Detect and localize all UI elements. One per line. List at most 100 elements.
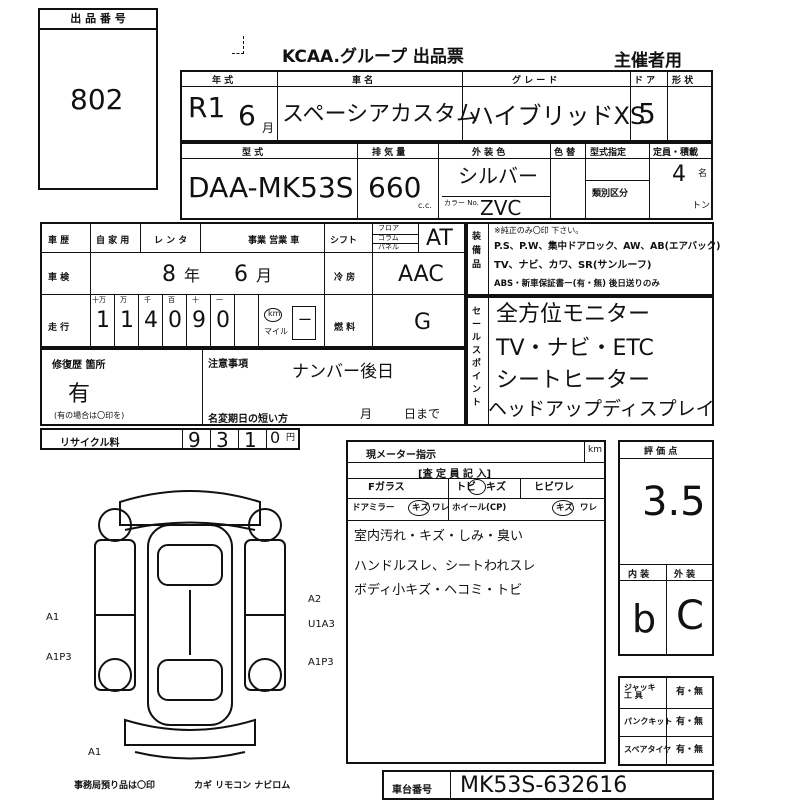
inspection-box: 現メーター指示 km [査 定 員 記 入] Fガラス トビ キズ ヒビワレ ド… (346, 440, 606, 764)
diagram-mark-a1p3-right: A1P3 (308, 657, 334, 668)
label-chassis: 車台番号 (392, 785, 432, 796)
recycle-digit-0: 9 (188, 428, 201, 452)
sales-point-4: ヘッドアップディスプレイ (488, 398, 715, 420)
color-code-value: ZVC (480, 196, 522, 220)
mirror-scratch-circle (408, 500, 430, 516)
diagram-mark-bottom: A1 (88, 747, 101, 758)
equipment-line-1: P.S、P.W、集中ドアロック、AW、AB(エアバック) (494, 241, 721, 252)
label-grade: グ レ ー ド (512, 76, 558, 86)
corner-mark (232, 36, 244, 54)
insp-wheel-crack: ワレ (580, 503, 598, 513)
cc-unit: c.c. (418, 201, 432, 210)
label-private: 自 家 用 (96, 236, 130, 246)
insp-scratch: キズ (486, 482, 506, 493)
diagram-mark-u1a3: U1A3 (308, 619, 335, 630)
tools-box: ジャッキ 工 具 有・無 パンクキット 有・無 スペアタイヤ 有・無 (618, 676, 714, 766)
label-doors: ド ア (634, 76, 656, 86)
sales-point-1: 全方位モニター (496, 302, 651, 327)
label-sales-point: セールスポイント (472, 307, 482, 408)
diagram-mark-a1p3-left: A1P3 (46, 652, 72, 663)
label-body: 形 状 (672, 76, 694, 86)
interior-grade: b (632, 597, 657, 641)
chassis-value: MK53S-632616 (460, 773, 628, 798)
color-value: シルバー (458, 164, 538, 188)
label-recycle: リサイクル料 (60, 438, 120, 449)
mileage-digit-5: 0 (216, 308, 230, 333)
wheel-scratch-circle (552, 500, 574, 516)
mileage-mark-5: 一 (216, 296, 223, 304)
label-notes: 注意事項 (208, 359, 248, 370)
label-business: 事業 営業 車 (248, 236, 300, 246)
shift-value: AT (426, 226, 453, 251)
recycle-digit-2: 1 (244, 428, 257, 452)
vehicle-info-box: 車 歴 自 家 用 レ ン タ 事業 営業 車 車 検 8 年 6 月 走 行 … (40, 222, 466, 348)
year-value: R1 (188, 91, 226, 124)
fuel-value: G (414, 310, 432, 335)
ac-value: AAC (398, 262, 444, 287)
recycle-digit-1: 3 (216, 428, 229, 452)
equipment-line-2: TV、ナビ、カワ、SR(サンルーフ) (494, 260, 652, 271)
inspection-title: [査 定 員 記 入] (418, 469, 492, 480)
label-cc: 排 気 量 (372, 148, 406, 158)
month-unit: 月 (262, 121, 275, 135)
shaken-month-unit: 月 (256, 266, 273, 285)
remark-1: 室内汚れ・キズ・しみ・臭い (354, 529, 524, 544)
jack-option: 有・無 (676, 687, 704, 697)
label-repair: 修復歴 箇所 (52, 360, 106, 371)
repair-notes-box: 修復歴 箇所 有 (有の場合は〇印を) 注意事項 ナンバー後日 名変期日の短い方… (40, 348, 466, 426)
notes-value: ナンバー後日 (292, 362, 394, 382)
equipment-note: ※純正のみ〇印 下さい。 (494, 226, 584, 235)
mileage-mark-4: 十 (192, 296, 199, 304)
mileage-digit-3: 0 (168, 308, 182, 333)
lot-number-value: 802 (70, 83, 124, 116)
mile-box (292, 306, 316, 340)
label-equipment: 装 備 品 (472, 232, 482, 270)
label-shift: シフト (330, 236, 358, 246)
label-interior: 内 装 (628, 570, 650, 580)
sales-point-box: セールスポイント 全方位モニター TV・ナビ・ETC シートヒーター ヘッドアッ… (466, 296, 715, 426)
insp-mirror-scratch: キズ (412, 503, 430, 513)
puncture-option: 有・無 (676, 717, 704, 727)
grade-value: ハイブリッドXS (470, 102, 646, 130)
mile-value: ー (298, 313, 312, 329)
diagram-mark-left: A1 (46, 612, 59, 623)
capacity-value: 4 (672, 162, 686, 187)
equipment-line-3: ABS・新車保証書ー(有・無) 後日送りのみ (494, 279, 660, 289)
mile-label: マイル (264, 327, 288, 336)
shaken-month: 6 (234, 262, 248, 287)
diagram-mark-a2: A2 (308, 594, 321, 605)
label-category: 類別区分 (592, 189, 629, 199)
label-fuel: 燃 料 (334, 323, 356, 333)
mileage-mark-1: 万 (120, 296, 127, 304)
mileage-digit-4: 9 (192, 308, 206, 333)
insp-crack: ヒビワレ (534, 482, 574, 493)
grade-box: 評 価 点 3.5 内 装 外 装 b C (618, 440, 714, 656)
repair-note: (有の場合は〇印を) (54, 411, 125, 420)
mileage-digit-2: 4 (144, 308, 158, 333)
label-capacity: 定員・積載 (653, 148, 699, 158)
label-reg-date: 名変期日の短い方 (208, 414, 288, 425)
capacity-unit: 名 (698, 169, 708, 179)
month-value: 6 (238, 99, 256, 132)
cc-value: 660 (368, 171, 422, 204)
km-label: km (268, 309, 281, 318)
label-spare: スペアタイヤ (624, 745, 672, 754)
shift-option-column: コラム (378, 234, 399, 242)
shift-option-panel: パネル (378, 243, 399, 251)
recycle-unit: 円 (286, 433, 296, 443)
color-code-label: カラー No. (444, 199, 479, 207)
label-color: 外 装 色 (472, 148, 506, 158)
mileage-digit-0: 1 (96, 308, 110, 333)
label-model: 車 名 (352, 76, 374, 86)
spare-option: 有・無 (676, 745, 704, 755)
insp-mirror: ドアミラー (352, 503, 395, 513)
header-title: KCAA.グループ 出品票 (282, 47, 464, 67)
label-type-designation: 型式指定 (590, 148, 627, 158)
chip-circle (468, 479, 486, 495)
insp-wheel-scratch: キズ (556, 503, 574, 513)
label-type: 型 式 (242, 148, 264, 158)
grade-score: 3.5 (642, 479, 706, 525)
insp-glass: Fガラス (368, 482, 405, 493)
remark-2: ハンドルスレ、シートわれスレ (354, 559, 536, 574)
label-mileage: 走 行 (48, 323, 70, 333)
